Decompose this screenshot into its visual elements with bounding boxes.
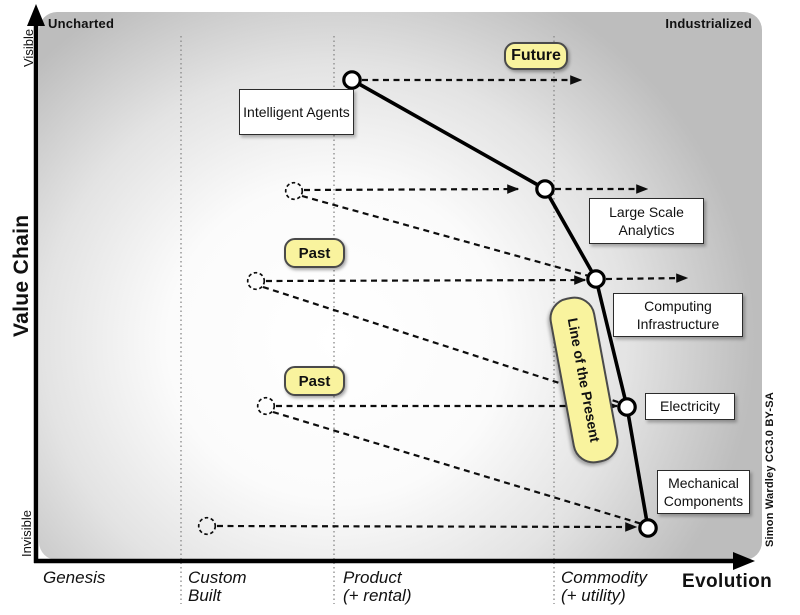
uncharted-label: Uncharted [48,16,115,31]
past-node-computing-infrastructure [246,271,266,291]
node-computing-infrastructure [586,269,606,289]
node-intelligent-agents [342,70,362,90]
x-axis-stage-label-3: Commodity (+ utility) [561,568,647,605]
node-mechanical-components [638,518,658,538]
node-electricity [617,397,637,417]
component-box-electricity: Electricity [645,393,735,420]
past-value-chain-links [216,75,689,532]
past-badge-lower: Past [284,366,345,396]
component-box-large-scale-analytics: Large Scale Analytics [589,198,704,244]
evolution-axis-title: Evolution [682,571,773,592]
past-link-line [272,410,643,526]
past-node-mechanical-components [197,516,217,536]
value-chain-axis-title: Value Chain [10,214,33,337]
component-nodes [197,70,658,538]
visible-axis-label: Visible [21,28,36,67]
past-to-present-arrow [303,184,520,194]
past-link-line [301,194,590,278]
x-axis-stage-label-0: Genesis [43,568,106,587]
industrialized-label: Industrialized [665,16,752,31]
past-to-present-arrow [265,275,587,285]
past-to-present-arrow [216,522,638,532]
x-axis-stage-label-1: Custom Built [188,568,247,605]
past-badge-upper: Past [284,238,345,268]
axes [27,4,755,570]
node-large-scale-analytics [535,179,555,199]
component-box-intelligent-agents: Intelligent Agents [239,89,354,135]
map-background-panel [39,12,762,560]
x-axis-stage-label-2: Product (+ rental) [343,568,412,605]
attribution-text: Simon Wardley CC3.0 BY-SA [764,392,776,547]
future-badge: Future [504,42,568,70]
component-box-computing-infrastructure: Computing Infrastructure [613,293,743,337]
invisible-axis-label: Invisible [19,510,34,557]
x-axis-arrow-icon [733,552,755,570]
component-box-mechanical-components: Mechanical Components [657,470,750,514]
past-node-electricity [256,396,276,416]
past-node-large-scale-analytics [284,181,304,201]
y-axis-arrow-icon [27,4,45,26]
future-movement-arrow [605,273,689,283]
